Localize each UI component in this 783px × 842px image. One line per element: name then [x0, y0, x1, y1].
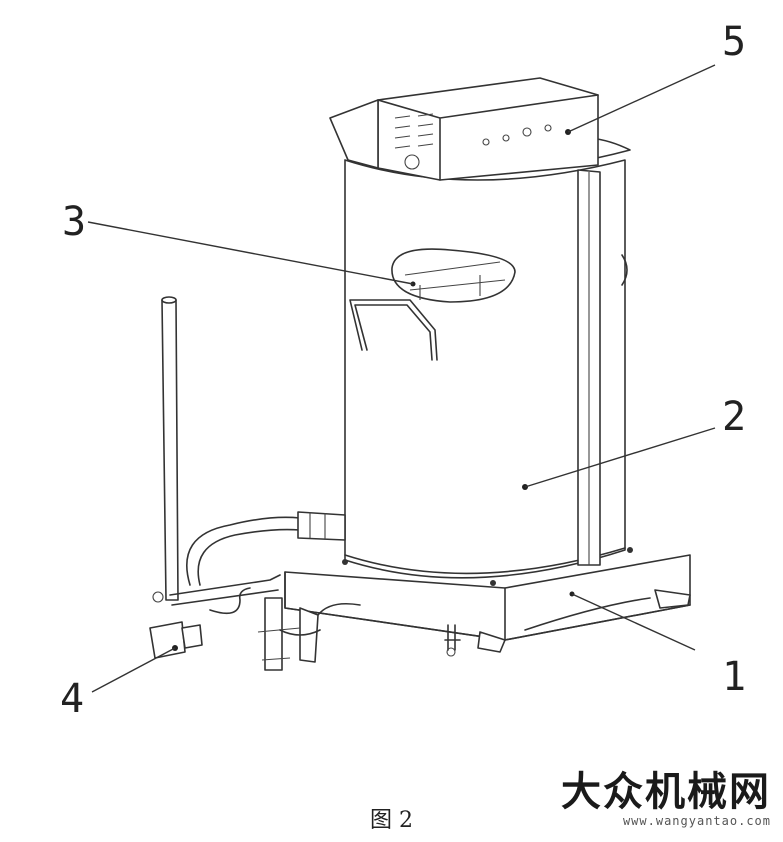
tank: [342, 137, 633, 586]
inspection-window: [391, 248, 516, 303]
leader-lines: [87, 64, 716, 693]
label-window: 3: [62, 199, 86, 245]
handle: [349, 299, 438, 361]
watermark-url: www.wangyantao.com: [622, 814, 771, 828]
watermark: 大众机械网 www.wangyantao.com: [561, 770, 771, 828]
control-box: [329, 77, 599, 181]
label-control-box: 5: [722, 19, 746, 65]
figure-caption: 图 2: [370, 808, 413, 833]
base-frame: [284, 554, 691, 663]
label-base: 1: [722, 654, 746, 700]
watermark-brand: 大众机械网: [561, 769, 771, 815]
label-outlet-valve: 4: [60, 676, 84, 722]
drain-assembly: [149, 296, 346, 671]
label-tank: 2: [722, 394, 746, 440]
